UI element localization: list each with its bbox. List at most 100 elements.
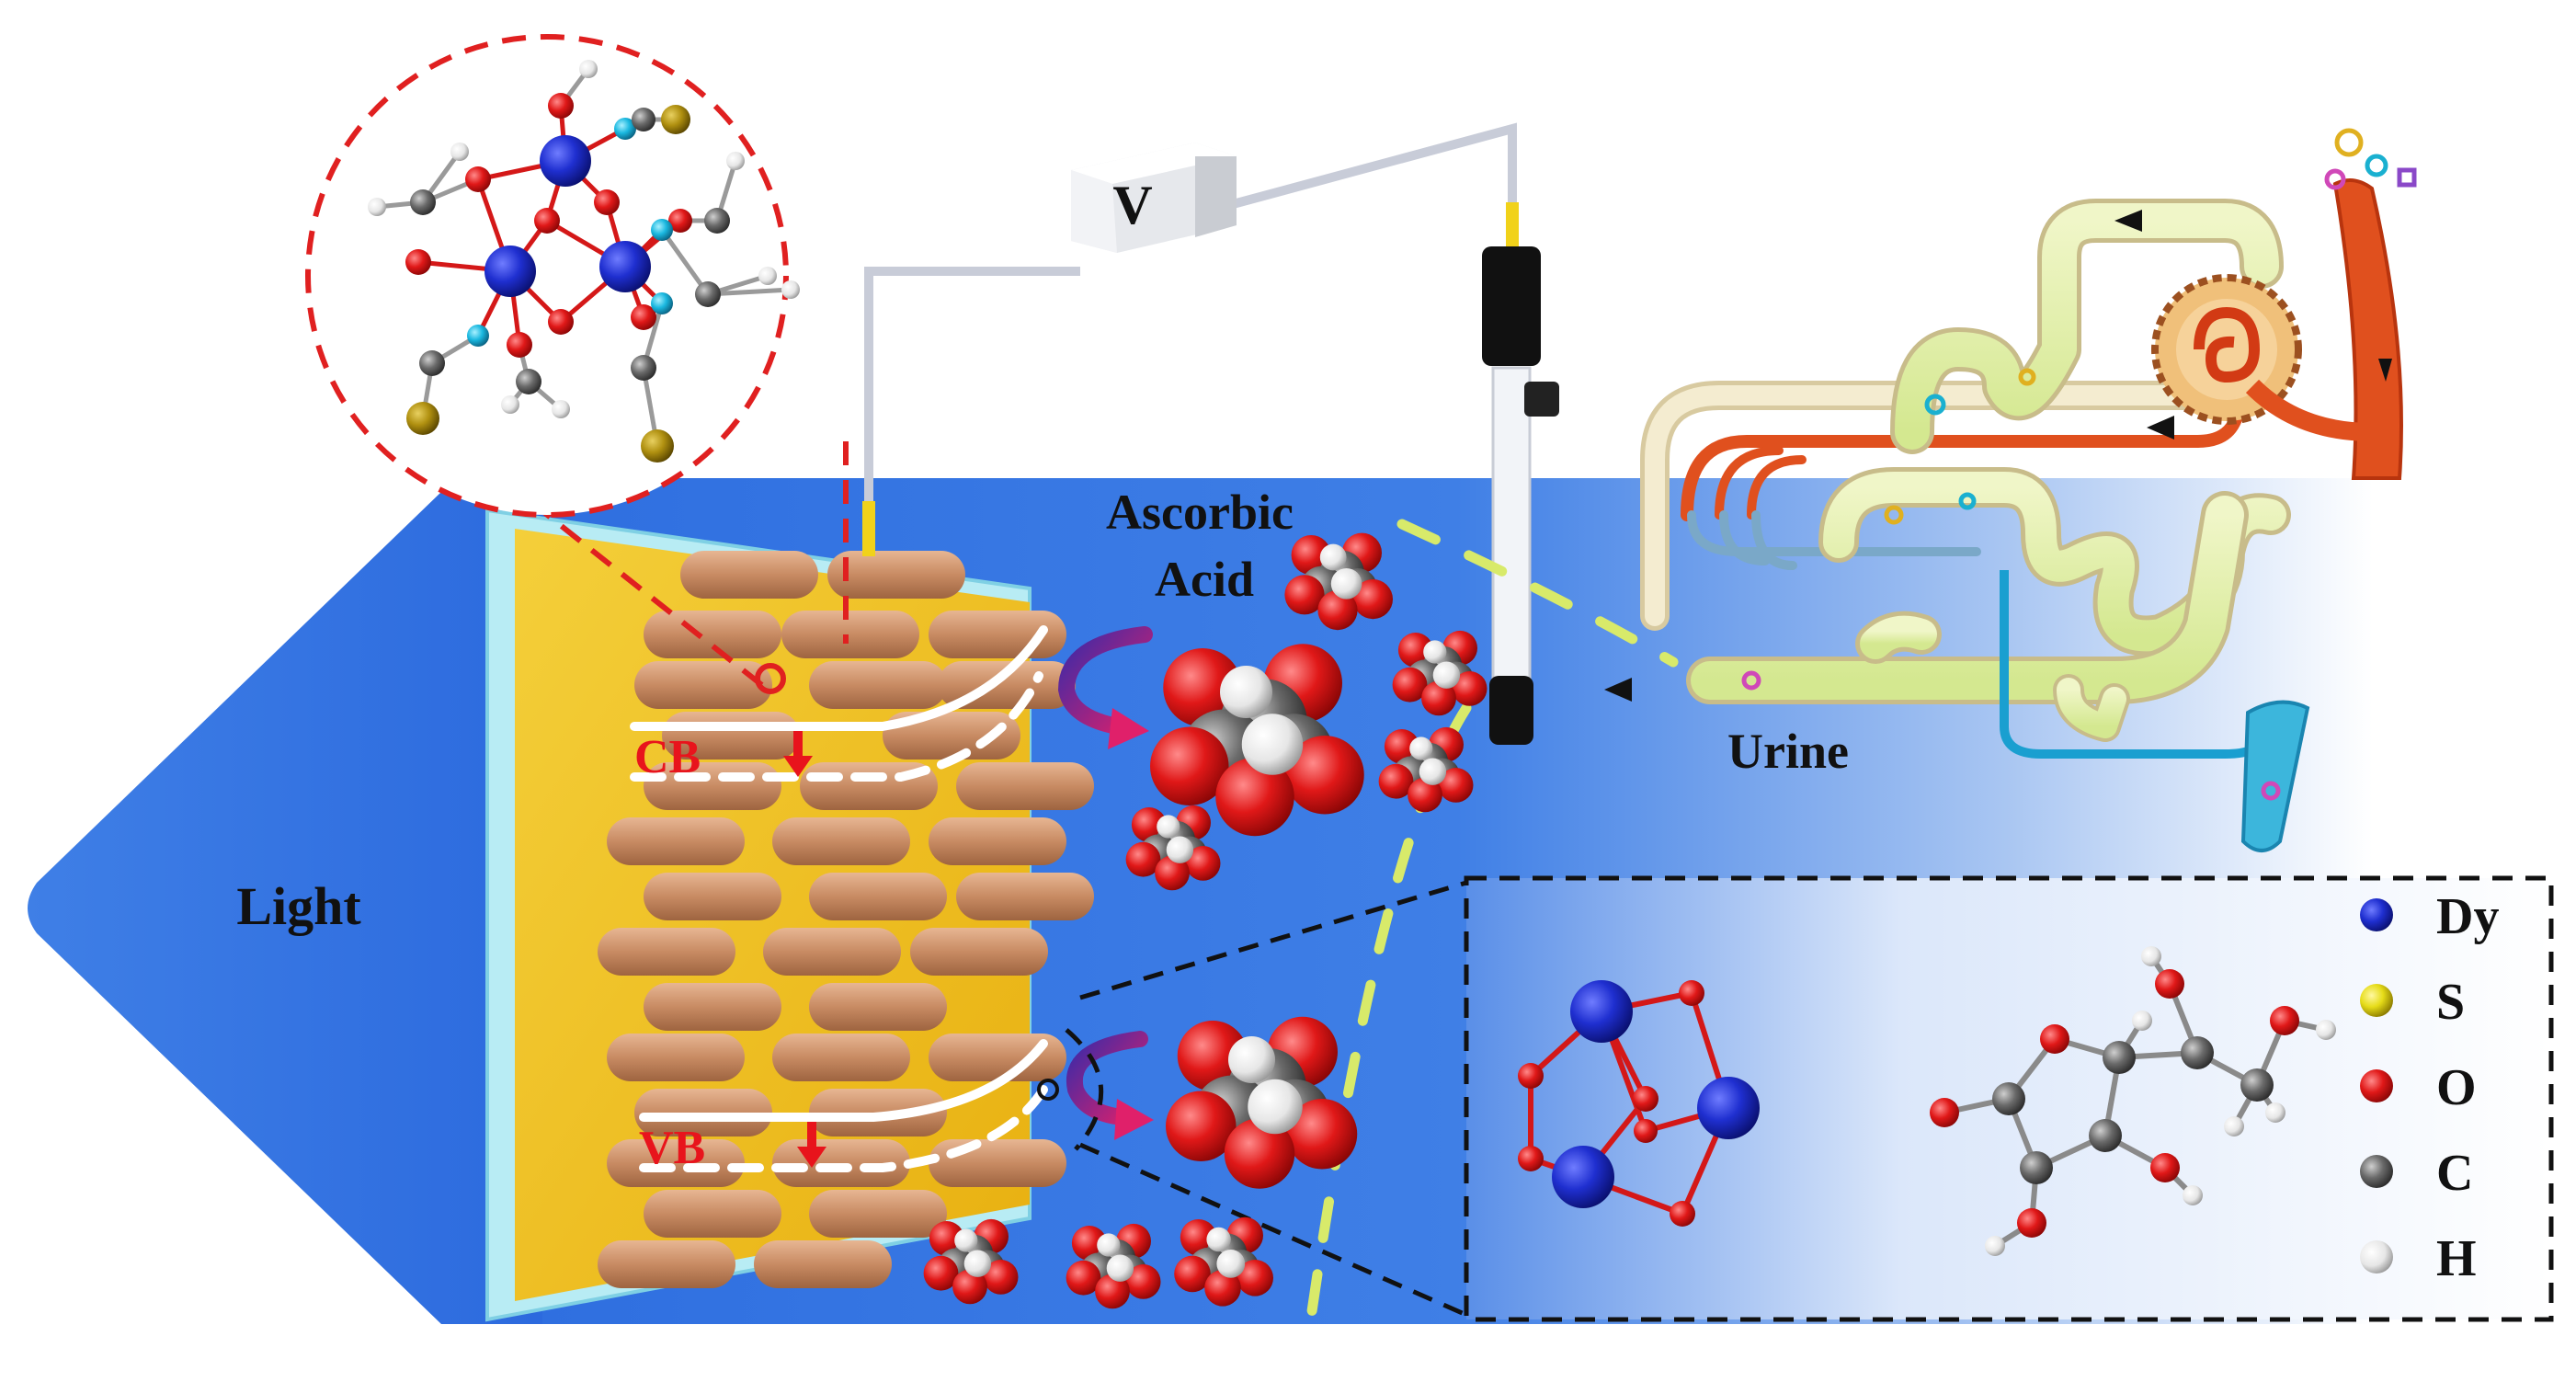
band-diagram — [630, 625, 1048, 1172]
voltmeter-box-icon — [1071, 143, 1237, 253]
oxygen-atom — [1286, 1099, 1358, 1170]
light-label: Light — [236, 876, 361, 936]
oxygen-atom — [1518, 1063, 1544, 1089]
carbon-atom — [1992, 1082, 2025, 1115]
hydrogen-atom — [1409, 737, 1433, 760]
nitrogen-atom — [614, 118, 636, 140]
nanorod — [781, 611, 919, 658]
dysprosium-atom — [599, 241, 651, 292]
electron-arrow-icon — [783, 731, 826, 1168]
nanorod — [607, 1139, 745, 1187]
oxygen-atom — [1224, 1118, 1295, 1189]
oxygen-atom — [1397, 633, 1433, 668]
oxygen-atom — [2040, 1024, 2069, 1054]
carbon-atom — [632, 108, 655, 131]
hydrogen-atom — [1319, 543, 1347, 571]
nanorod — [644, 983, 781, 1031]
oxygen-atom — [1204, 1270, 1241, 1307]
legend-item: S — [2360, 974, 2465, 1031]
nanorod — [763, 928, 901, 976]
carbon-atom — [631, 355, 656, 381]
oxygen-atom — [1284, 575, 1325, 615]
oxygen-atom — [1930, 1098, 1959, 1127]
hydrogen-atom — [2316, 1020, 2336, 1040]
oxygen-atom — [1215, 757, 1294, 837]
oxygen-atom — [1285, 736, 1364, 815]
oxygen-atom — [1066, 1260, 1101, 1296]
oxygen-atom — [1679, 980, 1704, 1006]
oxygen-atom — [929, 1221, 964, 1256]
oxygen-atom — [1438, 768, 1474, 803]
carbon-atom — [410, 189, 436, 215]
hydrogen-atom — [368, 198, 386, 216]
oxygen-atom — [1384, 729, 1419, 764]
nanorod — [598, 1240, 735, 1288]
hydrogen-atom — [781, 280, 800, 299]
nanorod — [644, 873, 781, 920]
cb-label: CB — [634, 731, 701, 783]
nephron-icon — [1604, 128, 2417, 852]
hydrogen-atom — [2183, 1185, 2203, 1205]
nanorod — [598, 928, 735, 976]
carbon-atom — [2020, 1151, 2053, 1184]
oxygen-atom — [1352, 579, 1393, 620]
oxygen-atom — [1125, 841, 1161, 877]
nanorod — [809, 983, 947, 1031]
oxygen-atom — [594, 189, 620, 215]
oxygen-atom — [1633, 1086, 1658, 1112]
hydrogen-atom — [1106, 1254, 1134, 1282]
hydrogen-atom — [1241, 714, 1304, 775]
oxygen-atom — [1408, 777, 1442, 813]
oxygen-atom — [1163, 648, 1242, 727]
hydrogen-atom — [450, 143, 469, 161]
oxygen-atom — [631, 304, 656, 330]
ascorbic-acid-molecule-icon — [1284, 532, 1393, 631]
hydrogen-atom — [1248, 1079, 1303, 1135]
oxygen-atom — [1392, 667, 1428, 702]
oxygen-atom — [1452, 671, 1487, 706]
oxygen-atom — [1180, 1219, 1217, 1256]
ascorbic-acid-molecule-icon — [923, 1218, 1019, 1305]
ascorbic-acid-molecule-icon — [1378, 726, 1474, 813]
hydrogen-atom — [2132, 1011, 2152, 1031]
carbon-atom — [704, 208, 730, 234]
oxygen-atom — [548, 93, 574, 119]
oxygen-atom — [465, 166, 491, 192]
oxygen-atom — [1095, 1273, 1130, 1309]
inset-zoom-point — [1037, 1079, 1059, 1101]
oxygen-atom — [1177, 1021, 1248, 1091]
nanorod — [809, 1190, 947, 1238]
ascorbic-acid-molecule-icon — [1066, 1223, 1161, 1309]
hydrogen-atom — [579, 60, 598, 78]
sulfur-atom — [406, 402, 439, 435]
oxygen-atom — [2155, 969, 2184, 999]
hydrogen-atom — [1419, 758, 1447, 785]
legend-swatch — [2360, 1240, 2393, 1273]
oxygen-atom — [668, 209, 692, 233]
nanorod — [929, 817, 1066, 865]
oxygen-atom — [1291, 535, 1331, 576]
hydrogen-atom — [2265, 1102, 2285, 1123]
nanorod — [883, 712, 1020, 760]
legend-label: Dy — [2436, 888, 2499, 945]
legend-swatch — [2360, 1155, 2393, 1188]
oxygen-atom — [534, 208, 560, 234]
sulfur-atom — [661, 105, 690, 134]
hydrogen-atom — [1157, 815, 1180, 839]
oxygen-atom — [1174, 1255, 1211, 1293]
oxygen-atom — [1421, 680, 1456, 716]
nitrogen-atom — [651, 219, 673, 241]
analyte-label-line1: Ascorbic — [1106, 485, 1294, 540]
oxygen-atom — [923, 1255, 959, 1291]
oxygen-atom — [983, 1260, 1019, 1295]
oxygen-atom — [507, 332, 532, 358]
carbon-atom — [2181, 1036, 2214, 1069]
nanorod — [772, 1034, 910, 1081]
ascorbic-acid-molecule-icon — [1150, 644, 1364, 837]
guide-dashes — [1305, 519, 1679, 1330]
hydrogen-atom — [1166, 836, 1194, 863]
ascorbic-acid-molecules — [923, 532, 1487, 1309]
legend-swatch — [2360, 1069, 2393, 1102]
